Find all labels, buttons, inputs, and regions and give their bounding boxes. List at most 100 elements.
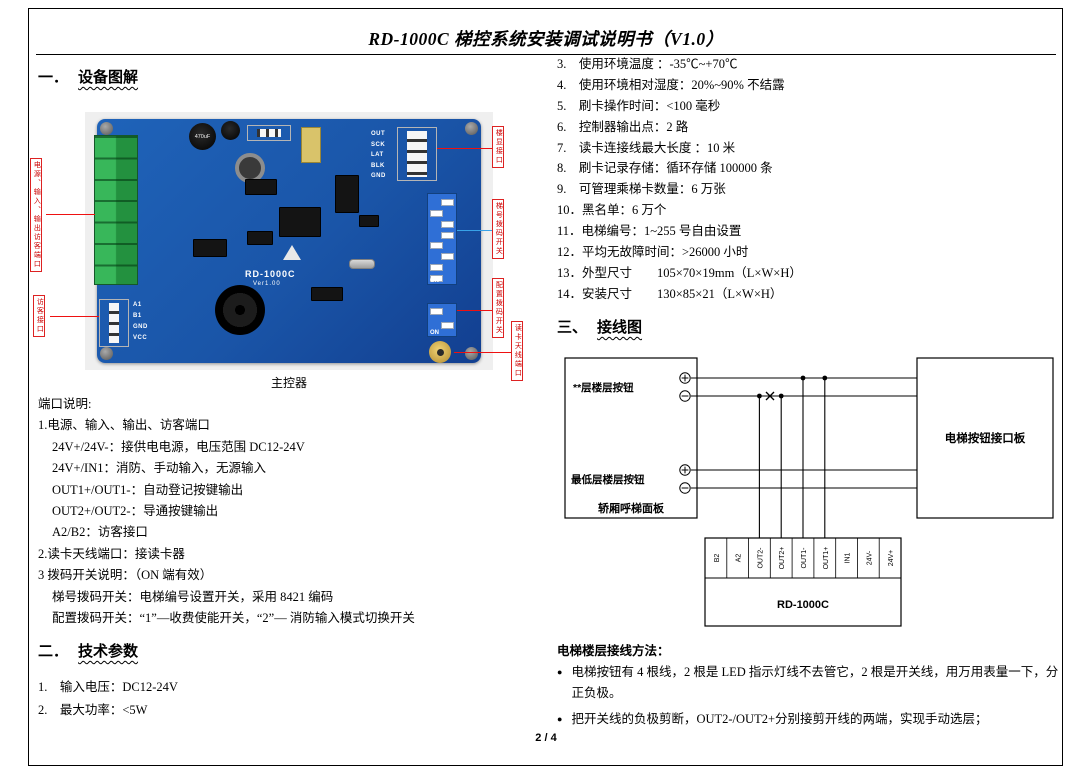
display-connector-pin-labels: OUT SCK LAT BLK GND bbox=[371, 129, 386, 182]
bullet-icon: ● bbox=[557, 667, 563, 677]
button-interface-label: 电梯按钮接口板 bbox=[945, 431, 1026, 445]
display-connector bbox=[397, 127, 437, 181]
terminal-label: OUT2- bbox=[757, 547, 764, 569]
terminal-label: 24V+ bbox=[888, 550, 895, 567]
spec-line: 5. 刷卡操作时间：<100 毫秒 bbox=[557, 98, 721, 113]
dip-on-label: ON bbox=[430, 330, 439, 336]
pin-label: VCC bbox=[133, 335, 148, 341]
controller-label: RD-1000C bbox=[777, 599, 829, 611]
wiring-method-list: ● 电梯按钮有 4 根线，2 根是 LED 指示灯线不去管它，2 根是开关线，用… bbox=[557, 662, 1059, 735]
doc-title: RD-1000C 梯控系统安装调试说明书（V1.0） bbox=[368, 29, 724, 49]
port-desc-line: 梯号拨码开关：电梯编号设置开关，采用 8421 编码 bbox=[52, 589, 334, 604]
pin-label: SCK bbox=[371, 141, 386, 148]
terminal-label: 24V- bbox=[866, 550, 873, 565]
tech-param-line: 1. 输入电压：DC12-24V bbox=[38, 680, 178, 694]
screw bbox=[465, 347, 478, 360]
callout-line-config-dip bbox=[457, 310, 492, 311]
section-3-heading: 三、接线图 bbox=[557, 316, 642, 337]
green-terminal-block bbox=[94, 135, 138, 285]
button-interface-box bbox=[916, 357, 1054, 519]
terminal-label: IN1 bbox=[845, 552, 852, 563]
dip-toggle bbox=[441, 232, 454, 239]
logo-triangle bbox=[283, 245, 301, 260]
dip-toggle bbox=[441, 199, 454, 206]
pin-label: OUT bbox=[371, 131, 386, 137]
capacitor bbox=[221, 121, 240, 140]
terminal-label: A2 bbox=[736, 554, 743, 563]
lowest-floor-button-label: 最低层楼层按钮 bbox=[571, 473, 645, 486]
terminal-labels: B2 A2 OUT2- OUT2+ OUT1- OUT1+ IN1 24V- 2… bbox=[714, 547, 895, 570]
visitor-connector-pin-labels: A1 B1 GND VCC bbox=[133, 300, 148, 344]
page-border bbox=[28, 8, 1063, 766]
capacitor: 470uF bbox=[189, 123, 216, 150]
port-desc-line: 24V+/24V-：接供电电源，电压范围 DC12-24V bbox=[52, 439, 305, 454]
spec-line: 13．外型尺寸 105×70×19mm（L×W×H） bbox=[557, 265, 802, 280]
dip-toggle bbox=[441, 253, 454, 260]
spec-line: 8. 刷卡记录存储：循环存储 100000 条 bbox=[557, 161, 773, 176]
wire-cut-mark bbox=[765, 391, 775, 401]
pcb-board: A1 B1 GND VCC 470uF bbox=[94, 119, 481, 363]
dip-toggle bbox=[430, 275, 443, 282]
wires bbox=[691, 377, 917, 538]
port-desc-line: 24V+/IN1：消防、手动输入，无源输入 bbox=[52, 461, 266, 476]
callout-label-elevator-dip: 梯号拨码开关 bbox=[492, 199, 505, 259]
silkscreen-model: RD-1000C bbox=[245, 269, 296, 279]
call-panel-label: 轿厢呼梯面板 bbox=[598, 501, 665, 515]
call-panel-box bbox=[564, 357, 698, 519]
crystal-oscillator bbox=[349, 259, 375, 269]
pin-label: LAT bbox=[371, 152, 384, 158]
antenna-pin bbox=[436, 348, 444, 356]
yellow-component bbox=[301, 127, 321, 163]
terminal-label: OUT1- bbox=[801, 547, 808, 569]
tech-param-line: 2. 最大功率：<5W bbox=[38, 703, 148, 717]
section-1-title: 设备图解 bbox=[78, 69, 139, 86]
buzzer bbox=[215, 285, 265, 335]
wiring-method-text: 电梯按钮有 4 根线，2 根是 LED 指示灯线不去管它，2 根是开关线，用万用… bbox=[571, 665, 1059, 700]
callout-label-display-port: 楼显接口 bbox=[492, 126, 505, 168]
capacitor-label: 470uF bbox=[194, 133, 211, 140]
floor-button-label: **层楼层按钮 bbox=[573, 381, 634, 394]
section-2-number: 二． bbox=[38, 643, 69, 660]
wiring-method-text: 把开关线的负极剪断，OUT2-/OUT2+分别接剪开线的两端，实现手动选层； bbox=[571, 712, 988, 726]
dip-toggle bbox=[430, 210, 443, 217]
port-desc-title: 端口说明: bbox=[38, 397, 92, 411]
callout-label-visitor-port: 访客接口 bbox=[33, 295, 46, 337]
pin-header bbox=[247, 125, 291, 141]
ic-chip bbox=[311, 287, 343, 301]
mcu-chip bbox=[279, 207, 321, 237]
section-3-title: 接线图 bbox=[597, 319, 643, 336]
port-description: 端口说明: 1.电源、输入、输出、访客端口 24V+/24V-：接供电电源，电压… bbox=[38, 394, 532, 629]
callout-line-display-port bbox=[437, 148, 492, 149]
callout-label-antenna-port: 读卡天线端口 bbox=[511, 321, 524, 381]
spec-list: 3. 使用环境温度 ：-35℃~+70℃ 4. 使用环境相对湿度：20%~90%… bbox=[557, 54, 1062, 305]
port-desc-line: 1.电源、输入、输出、访客端口 bbox=[38, 418, 210, 433]
spec-line: 3. 使用环境温度 ：-35℃~+70℃ bbox=[557, 57, 738, 71]
visitor-connector bbox=[99, 299, 129, 347]
port-desc-line: OUT1+/OUT1-：自动登记按键输出 bbox=[52, 482, 244, 497]
dip-toggle bbox=[430, 308, 443, 315]
terminal-cell-dividers bbox=[726, 538, 880, 578]
tech-params: 1. 输入电压：DC12-24V 2. 最大功率：<5W bbox=[38, 676, 532, 722]
screw bbox=[100, 347, 113, 360]
callout-line-elevator-dip bbox=[457, 230, 492, 231]
dip-toggle bbox=[430, 242, 443, 249]
spec-line: 14．安装尺寸 130×85×21（L×W×H） bbox=[557, 286, 783, 301]
port-desc-line: A2/B2：访客接口 bbox=[52, 525, 148, 540]
port-desc-line: 2.读卡天线端口：接读卡器 bbox=[38, 546, 185, 561]
dip-switch-elevator-number: ON bbox=[427, 193, 457, 285]
wiring-method-item: ● 把开关线的负极剪断，OUT2-/OUT2+分别接剪开线的两端，实现手动选层； bbox=[557, 709, 1059, 730]
spec-line: 6. 控制器输出点：2 路 bbox=[557, 119, 689, 134]
ic-chip bbox=[193, 239, 227, 257]
callout-line-antenna-port bbox=[454, 352, 511, 353]
dip-toggle bbox=[441, 322, 454, 329]
wiring-diagram: **层楼层按钮 最低层楼层按钮 轿厢呼梯面板 电梯按钮接口板 RD-1000C … bbox=[557, 352, 1062, 638]
spec-line: 11．电梯编号：1~255 号自由设置 bbox=[557, 224, 742, 239]
screw bbox=[100, 122, 113, 135]
page-number: 2 / 4 bbox=[535, 732, 557, 744]
port-desc-line: OUT2+/OUT2-：导通按键输出 bbox=[52, 503, 219, 518]
section-1-heading: 一．设备图解 bbox=[38, 66, 138, 87]
silkscreen-version: Ver1.00 bbox=[253, 281, 281, 287]
section-2-title: 技术参数 bbox=[78, 643, 139, 660]
bullet-icon: ● bbox=[557, 714, 563, 724]
